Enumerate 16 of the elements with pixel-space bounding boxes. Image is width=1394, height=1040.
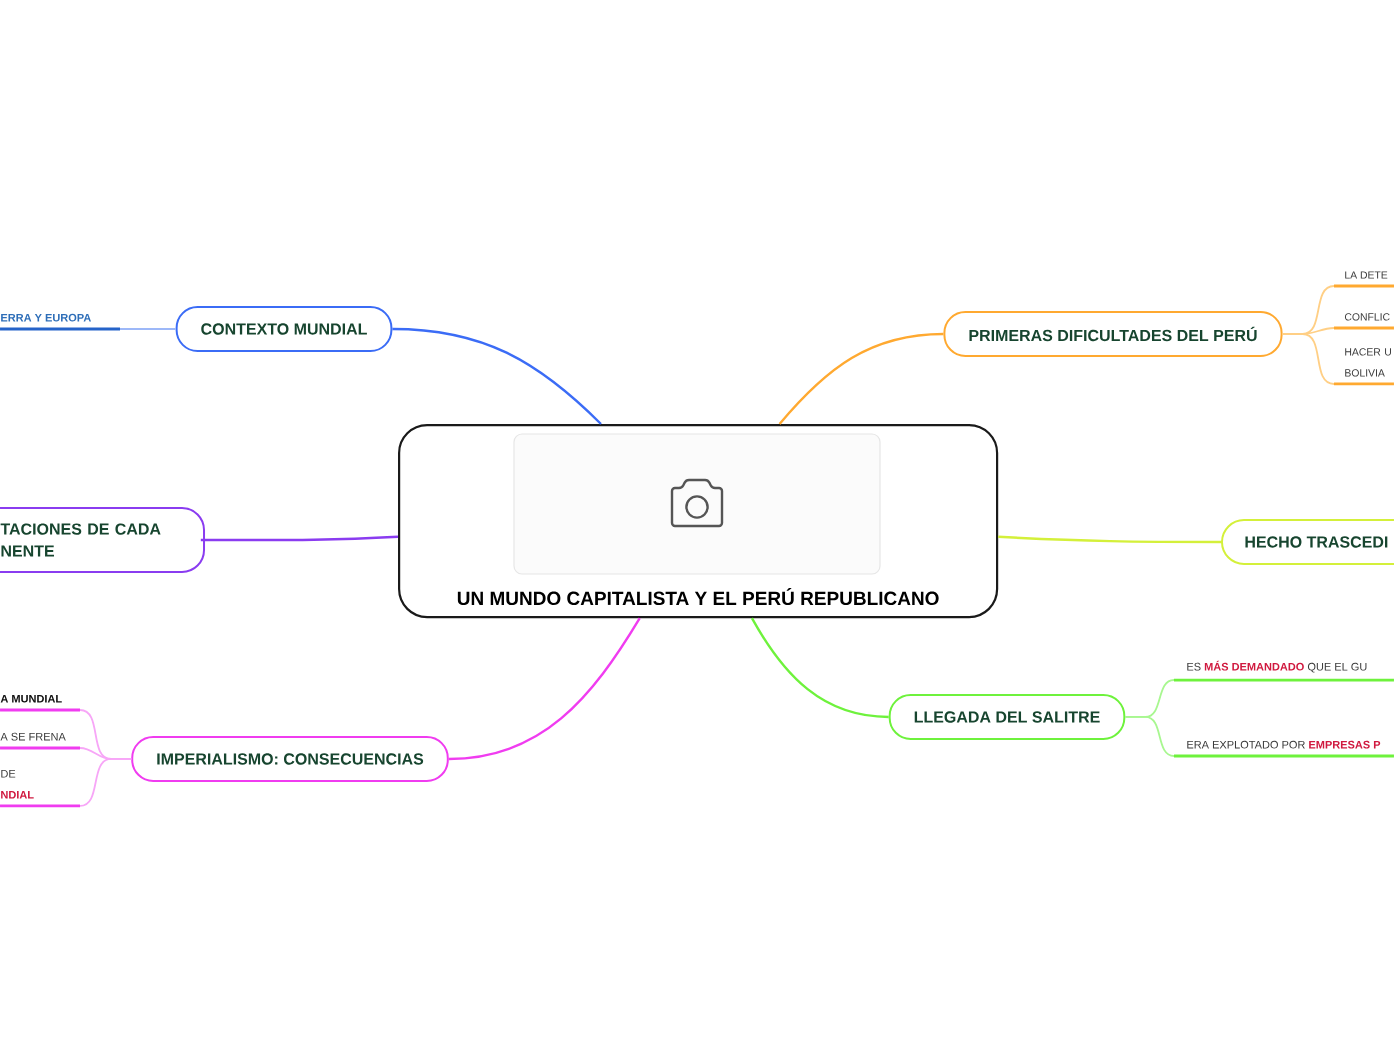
connector-line xyxy=(1281,333,1335,385)
topic-box: IMPERIALISMO: CONSECUENCIAS xyxy=(131,736,449,782)
topic-box: HECHO TRASCEDI xyxy=(1221,519,1394,565)
connector-line xyxy=(392,327,602,425)
connector-line xyxy=(200,535,399,542)
topic-box: TACIONES DE CADA NENTE xyxy=(0,507,205,573)
topic-box: LLEGADA DEL SALITRE xyxy=(888,694,1126,740)
connector-line xyxy=(1124,716,1175,757)
topic-box: CONTEXTO MUNDIAL xyxy=(175,306,393,352)
topic-box: PRIMERAS DIFICULTADES DEL PERÚ xyxy=(943,311,1283,357)
connector-line xyxy=(79,758,133,807)
connector-line xyxy=(750,617,889,719)
connector-line xyxy=(998,535,1222,544)
connector-line xyxy=(119,328,177,330)
connector-line xyxy=(448,617,641,761)
connector-line xyxy=(778,332,944,425)
